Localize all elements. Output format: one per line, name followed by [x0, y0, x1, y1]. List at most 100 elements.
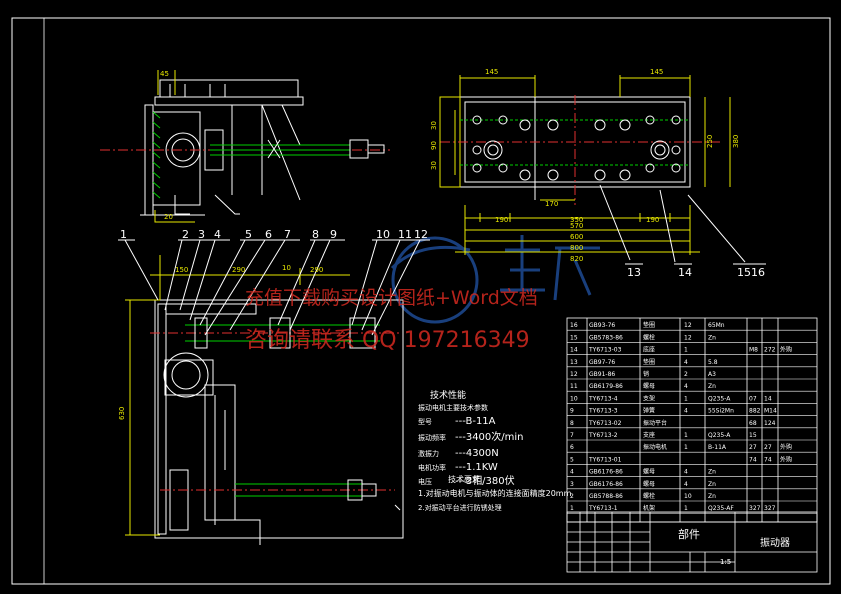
tech-notes: 技术性能 振动电机主要技术参数 型号 ---B-11A 振动频率 ---3400… — [418, 389, 572, 512]
bom-cell-name: 支座 — [643, 431, 655, 439]
balloons-left: 1 2 3 4 5 6 7 8 9 10 11 12 — [120, 228, 428, 241]
dim-10: 10 — [282, 264, 291, 272]
bom-cell-qty: 12 — [684, 322, 692, 329]
bom-cell-qty: 4 — [684, 481, 688, 488]
bom-cell-name: 垫圈 — [643, 321, 655, 329]
bom-cell-qty: 1 — [684, 395, 688, 402]
dim-290b: 290 — [310, 266, 323, 274]
tech-perf-title: 技术性能 — [430, 389, 466, 401]
dim-145a: 145 — [485, 68, 498, 76]
balloon-16: 16 — [751, 266, 765, 279]
tech-perf-value-0: ---B-11A — [455, 416, 496, 427]
dim-600: 600 — [570, 233, 583, 241]
title-part-label: 部件 — [678, 527, 700, 541]
bom-cell-mat: Q235-A — [708, 432, 731, 439]
bom-cell-mat: Zn — [708, 469, 716, 476]
bom-cell-no: 13 — [570, 359, 578, 366]
bom-cell-note: 外购 — [780, 346, 792, 354]
title-scale: 1:5 — [720, 558, 731, 566]
bom-cell-mat: 65Mn — [708, 322, 725, 329]
bom-cell-qty: 4 — [684, 383, 688, 390]
bom-cell-w2: 27 — [764, 444, 772, 451]
bom-cell-qty: 1 — [684, 347, 688, 354]
bom-cell-name: 螺母 — [643, 468, 655, 476]
balloon-7: 7 — [284, 228, 291, 241]
tech-perf-label-2: 激振力 — [418, 449, 439, 458]
bom-cell-no: 3 — [570, 481, 574, 488]
bom-cell-code: TY6713-1 — [588, 505, 618, 512]
bom-cell-mat: Zn — [708, 493, 716, 500]
sheet-frame — [11, 17, 831, 585]
bom-cell-w1: 27 — [749, 444, 757, 451]
bom-cell-qty: 2 — [684, 371, 688, 378]
bom-cell-code: TY6713-2 — [588, 432, 618, 439]
logo-watermark — [390, 235, 600, 324]
bom-cell-no: 1 — [570, 505, 574, 512]
bom-cell-name: 螺栓 — [643, 333, 655, 341]
tech-req-item-1: 2.对振动平台进行防锈处理 — [418, 503, 502, 512]
bom-cell-code: TY6713-02 — [588, 420, 622, 427]
bom-cell-name: 机架 — [643, 504, 655, 512]
balloon-5: 5 — [245, 228, 252, 241]
bom-cell-name: 支架 — [643, 394, 655, 402]
bom-cell-qty: 12 — [684, 334, 692, 341]
bom-cell-no: 4 — [570, 469, 574, 476]
bom-cell-code: TY6713-4 — [588, 395, 618, 402]
tech-perf-label-4: 电压 — [418, 477, 432, 486]
bom-cell-note: 外购 — [780, 443, 792, 451]
balloon-4: 4 — [214, 228, 221, 241]
dim-820: 820 — [570, 255, 583, 263]
bom-cell-name: 销 — [643, 370, 649, 378]
bom-cell-note: 外购 — [780, 455, 792, 463]
bom-cell-w2: M14 — [764, 408, 777, 415]
balloon-9: 9 — [330, 228, 337, 241]
bom-cell-qty: 10 — [684, 493, 692, 500]
dim-290: 290 — [232, 266, 245, 274]
bom-cell-qty: 1 — [684, 505, 688, 512]
bom-cell-no: 7 — [570, 432, 574, 439]
dim-380: 380 — [732, 135, 740, 148]
balloon-8: 8 — [312, 228, 319, 241]
balloon-10: 10 — [376, 228, 390, 241]
bom-cell-no: 14 — [570, 347, 578, 354]
bom-cell-no: 6 — [570, 444, 574, 451]
tech-perf-value-2: ---4300N — [455, 448, 499, 459]
bom-cell-name: 螺栓 — [643, 492, 655, 500]
bom-cell-qty: 1 — [684, 432, 688, 439]
bom-cell-no: 2 — [570, 493, 574, 500]
bom-cell-code: GB5788-86 — [589, 493, 623, 500]
balloon-12: 12 — [414, 228, 428, 241]
bom-cell-qty: 1 — [684, 444, 688, 451]
tech-perf-value-3: ---1.1KW — [455, 462, 498, 473]
dim-145b: 145 — [650, 68, 663, 76]
tech-req-item-0: 1.对振动电机与振动体的连接面精度20mm — [418, 488, 572, 498]
bom-cell-code: TY6713-01 — [588, 456, 622, 463]
bom-cell-w1: 882 — [749, 408, 761, 415]
bom-cell-w2: 124 — [764, 420, 776, 427]
bom-cell-no: 9 — [570, 408, 574, 415]
bom-cell-code: GB91-86 — [589, 371, 615, 378]
bom-cell-code: TY6713-3 — [588, 408, 618, 415]
bom-cell-mat: 5.8 — [708, 359, 718, 366]
dim-190b: 190 — [646, 216, 659, 224]
bom-cell-qty: 4 — [684, 469, 688, 476]
bom-cell-no: 15 — [570, 334, 578, 341]
dim-150: 150 — [175, 266, 188, 274]
bom-cell-no: 5 — [570, 456, 574, 463]
tech-perf-label-3: 电机功率 — [418, 463, 446, 472]
tech-perf-label-0: 型号 — [418, 417, 432, 426]
bom-cell-code: GB97-76 — [589, 359, 615, 366]
watermark-line2-suffix: 49 — [501, 328, 530, 353]
balloon-14: 14 — [678, 266, 692, 279]
top-left-view — [100, 70, 390, 223]
tech-req-title: 技术要求 — [448, 474, 480, 484]
balloon-2: 2 — [182, 228, 189, 241]
bom-cell-name: 振动平台 — [643, 419, 667, 427]
bom-cell-code: GB6176-86 — [589, 469, 623, 476]
tech-perf-value-4: ---3相/380伏 — [455, 474, 515, 487]
dim-570: 570 — [570, 222, 583, 230]
top-right-view — [439, 75, 746, 263]
bom-cell-name: 振动电机 — [643, 443, 667, 451]
tech-perf-value-1: ---3400次/min — [455, 430, 524, 443]
